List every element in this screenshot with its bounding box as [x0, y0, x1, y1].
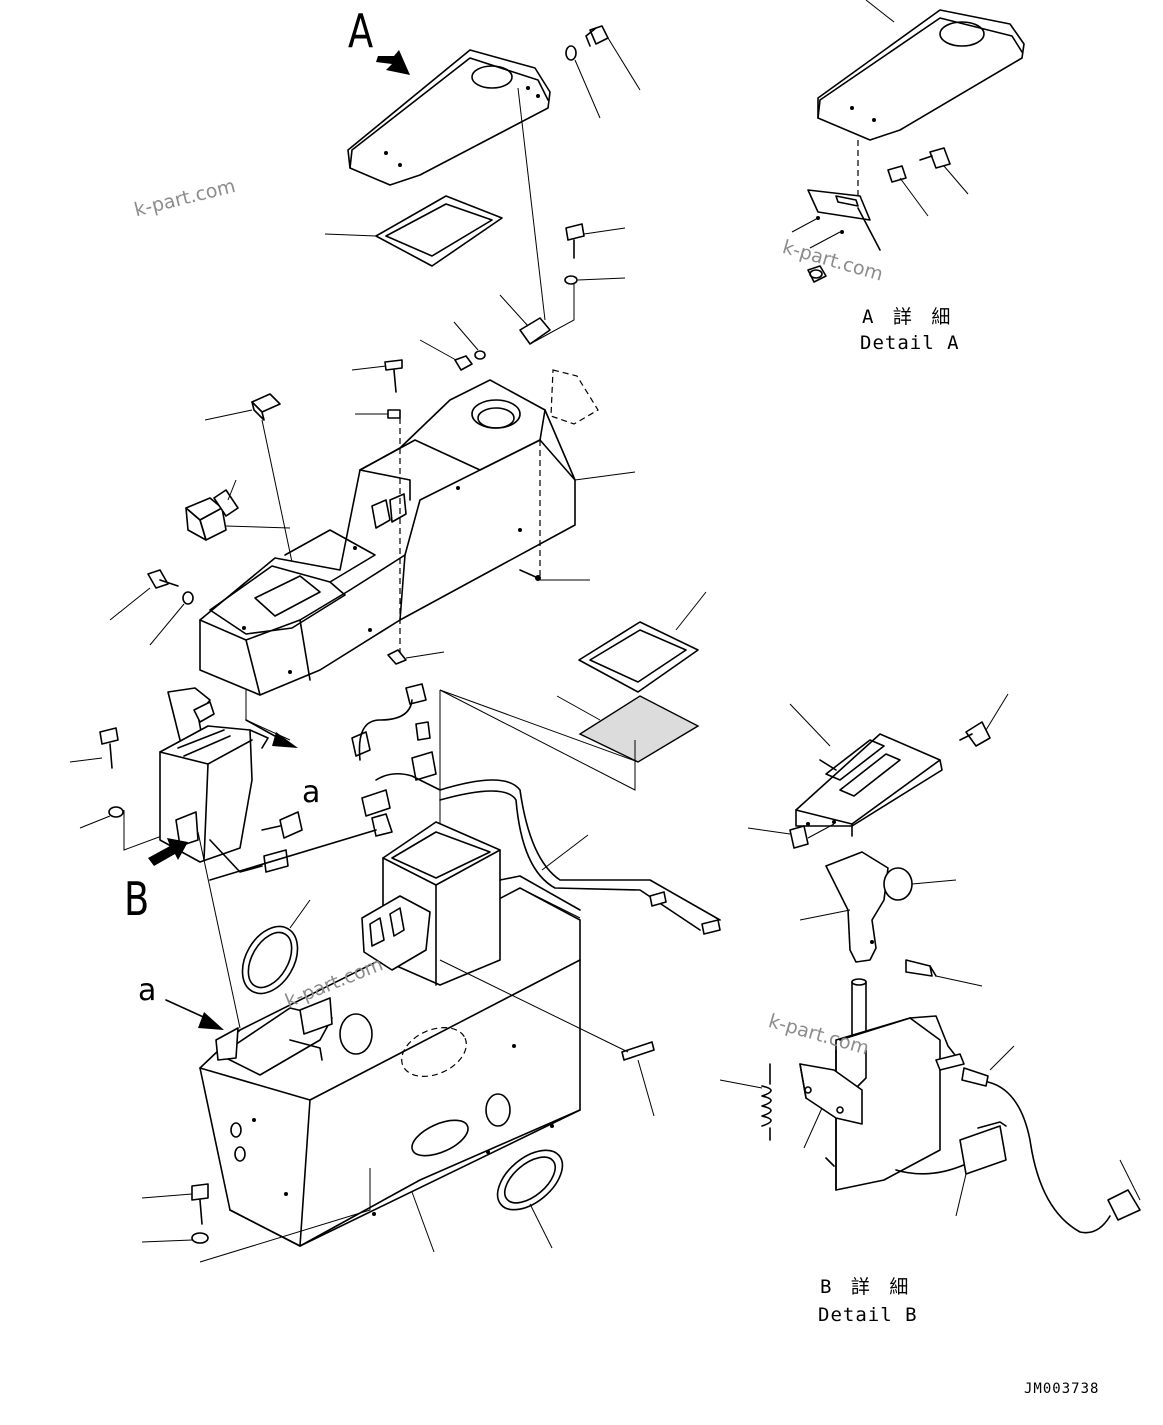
floor-plate	[550, 369, 599, 425]
spring-pin	[621, 1041, 655, 1117]
oval-seal-upper	[241, 899, 311, 995]
bolt-washer	[564, 223, 626, 285]
wiring-harness	[209, 683, 721, 935]
console-body	[199, 379, 636, 696]
plate-seal	[556, 695, 700, 763]
view-b-label: B	[124, 872, 150, 926]
detail-a-title-en: Detail A	[860, 332, 960, 354]
top-cover	[347, 49, 551, 186]
view-a-label: A	[348, 4, 374, 58]
lever-bolt	[69, 727, 124, 829]
oval-seal-lower	[496, 1149, 564, 1249]
spacer	[387, 649, 445, 665]
bottom-bolt	[141, 1183, 209, 1244]
frame-seal	[578, 591, 707, 693]
detail-b-title-jp: B 詳 細	[820, 1276, 913, 1298]
shift-lever	[159, 687, 269, 863]
cover-gasket	[324, 195, 503, 267]
view-b-arrow	[148, 838, 188, 866]
view-a-arrow	[376, 50, 410, 75]
guide-lines	[197, 831, 629, 1053]
bracket-assembly	[419, 87, 575, 371]
cover-screw	[565, 25, 641, 119]
double-switch	[185, 479, 291, 541]
detail-b-drawing	[719, 693, 1141, 1234]
drawing-code: JM003738	[1024, 1381, 1100, 1397]
lever-connector	[209, 811, 303, 873]
ref-arrow-a-lower	[165, 999, 224, 1030]
lower-console	[199, 821, 581, 1263]
ref-a-upper-label: a	[302, 775, 321, 810]
detail-a-title-jp: A 詳 細	[862, 306, 955, 328]
side-bolt	[109, 569, 194, 646]
ref-a-lower-label: a	[138, 973, 157, 1008]
console-bolt	[351, 359, 403, 419]
bottom-rail-leader	[411, 1191, 435, 1253]
detail-b-title-en: Detail B	[818, 1304, 918, 1326]
ref-arrow-a-upper	[245, 719, 298, 748]
detail-a-drawing	[791, 0, 1025, 283]
pin	[519, 569, 590, 581]
